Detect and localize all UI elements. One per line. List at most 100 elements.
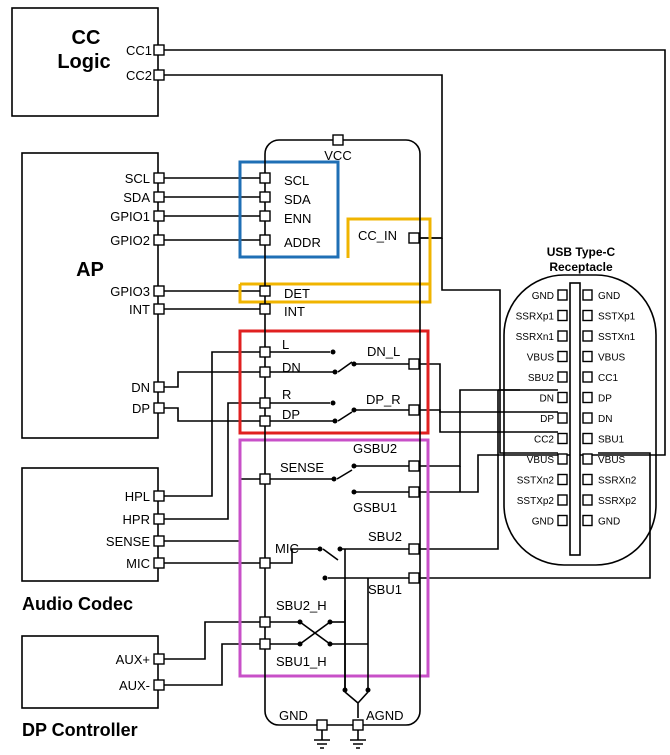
ap-pin-dn: DN (131, 380, 150, 395)
receptacle-pin-right (582, 514, 593, 527)
receptacle-label-left: VBUS (527, 455, 555, 466)
ic-pin-dn-l: DN_L (367, 344, 400, 359)
ic-pin-mic: MIC (275, 541, 299, 556)
receptacle-pin-left (557, 412, 568, 424)
receptacle-label-left: SSRXp1 (516, 312, 555, 323)
receptacle-title-1: USB Type-C (547, 245, 616, 259)
ic-pin-scl: SCL (284, 173, 309, 188)
ic-pin-sbu2-h: SBU2_H (276, 598, 327, 613)
receptacle-pin-right (582, 330, 593, 342)
ap-title: AP (76, 259, 104, 281)
highlight-detect-group-lower (238, 284, 432, 304)
ap-body (21, 152, 159, 439)
ic-pin-l: L (282, 337, 289, 352)
wire-sbu1 (420, 452, 651, 579)
dp-controller-body (21, 635, 159, 709)
cc-logic-pin-cc2: CC2 (126, 68, 152, 83)
receptacle-pin-right (582, 309, 593, 322)
switch-blade-dp (337, 411, 353, 422)
highlight-boxes (238, 160, 432, 678)
receptacle-pin-right (582, 371, 593, 383)
highlight-detect-group (240, 217, 432, 286)
ic-pin-enn: ENN (284, 211, 311, 226)
receptacle-tongue (569, 282, 581, 556)
receptacle-pin-left (557, 391, 568, 404)
receptacle-label-right: GND (598, 517, 620, 528)
codec-pin-sense: SENSE (106, 534, 150, 549)
pin-cc2 (153, 69, 165, 81)
wire-dp-r (420, 409, 558, 433)
receptacle-pin-right (582, 350, 593, 363)
receptacle-pin-left (557, 330, 568, 342)
wire-sense (162, 478, 265, 542)
usb-c-receptacle: USB Type-C Receptacle GND GND SSRXp1 SSTXp1… (503, 245, 657, 566)
receptacle-label-right: DP (598, 394, 612, 405)
ap-pin-int: INT (129, 302, 150, 317)
ic-vcc-label: VCC (324, 148, 351, 163)
cc-logic-pin-cc1: CC1 (126, 43, 152, 58)
ic-pin-dp: DP (282, 407, 300, 422)
receptacle-pin-left (557, 309, 568, 322)
receptacle-label-right: SSRXp2 (598, 496, 637, 507)
cc-logic-title-2: Logic (57, 51, 110, 73)
receptacle-pin-left (557, 371, 568, 383)
ic-pin-int: INT (284, 304, 305, 319)
dp-controller-block: AUX+ AUX- DP Controller (21, 635, 165, 740)
highlight-usb-audio-group (238, 329, 430, 435)
receptacle-label-right: SSTXn1 (598, 332, 636, 343)
receptacle-pin-left (557, 514, 568, 527)
receptacle-pin-left (557, 473, 568, 486)
ic-agnd-label: AGND (366, 708, 404, 723)
codec-pin-hpr: HPR (123, 512, 150, 527)
receptacle-pin-right (582, 391, 593, 404)
ic-pin-sense: SENSE (280, 460, 324, 475)
ic-pin-addr: ADDR (284, 235, 321, 250)
ic-pin-dp-r: DP_R (366, 392, 401, 407)
cc-logic-body (11, 7, 159, 117)
receptacle-label-right: CC1 (598, 373, 618, 384)
cc-logic-title-1: CC (72, 27, 101, 49)
receptacle-pin-right (582, 289, 593, 301)
agnd-symbol (350, 730, 366, 749)
receptacle-pin-right (582, 453, 593, 465)
receptacle-outline (503, 274, 657, 566)
wire-aux-n (162, 643, 265, 686)
receptacle-label-left: DP (540, 414, 554, 425)
receptacle-label-left: GND (532, 291, 554, 302)
codec-pin-hpl: HPL (125, 489, 150, 504)
receptacle-title-2: Receptacle (549, 260, 613, 274)
highlight-i2c-group (238, 160, 340, 259)
switch-ic: VCC SCL SDA ENN ADDR DET INT L DN R DP S… (259, 134, 421, 749)
ap-pin-scl: SCL (125, 171, 150, 186)
audio-codec-block: HPL HPR SENSE MIC Audio Codec (21, 467, 165, 614)
receptacle-label-right: GND (598, 291, 620, 302)
ic-pin-sda: SDA (284, 192, 311, 207)
pin-cc1 (153, 44, 165, 56)
highlight-sbu-group (238, 438, 430, 678)
receptacle-label-left: SBU2 (528, 373, 555, 384)
wire-hpr (162, 402, 265, 520)
dp-controller-title: DP Controller (22, 720, 138, 740)
receptacle-pin-left (557, 494, 568, 506)
wire-sbu2 (420, 390, 499, 550)
dp-pin-aux-n: AUX- (119, 678, 150, 693)
receptacle-pin-right (582, 494, 593, 506)
ap-pin-gpio2: GPIO2 (110, 233, 150, 248)
ic-pin-cc-in: CC_IN (358, 228, 397, 243)
switch-blade-dn (337, 361, 353, 373)
receptacle-label-right: VBUS (598, 353, 626, 364)
receptacle-pin-right (582, 412, 593, 424)
receptacle-label-left: CC2 (534, 435, 554, 446)
ic-pin-sbu1-h: SBU1_H (276, 654, 327, 669)
ic-pin-det: DET (284, 286, 310, 301)
wire-aux-p (162, 621, 265, 660)
receptacle-label-right: SSTXp1 (598, 312, 636, 323)
receptacle-label-left: VBUS (527, 353, 555, 364)
gnd-symbol (314, 730, 330, 749)
dp-pin-aux-p: AUX+ (116, 652, 150, 667)
ap-pin-dp: DP (132, 401, 150, 416)
receptacle-pin-right (582, 432, 593, 445)
ap-pin-sda: SDA (123, 190, 150, 205)
receptacle-label-left: SSTXp2 (517, 496, 555, 507)
